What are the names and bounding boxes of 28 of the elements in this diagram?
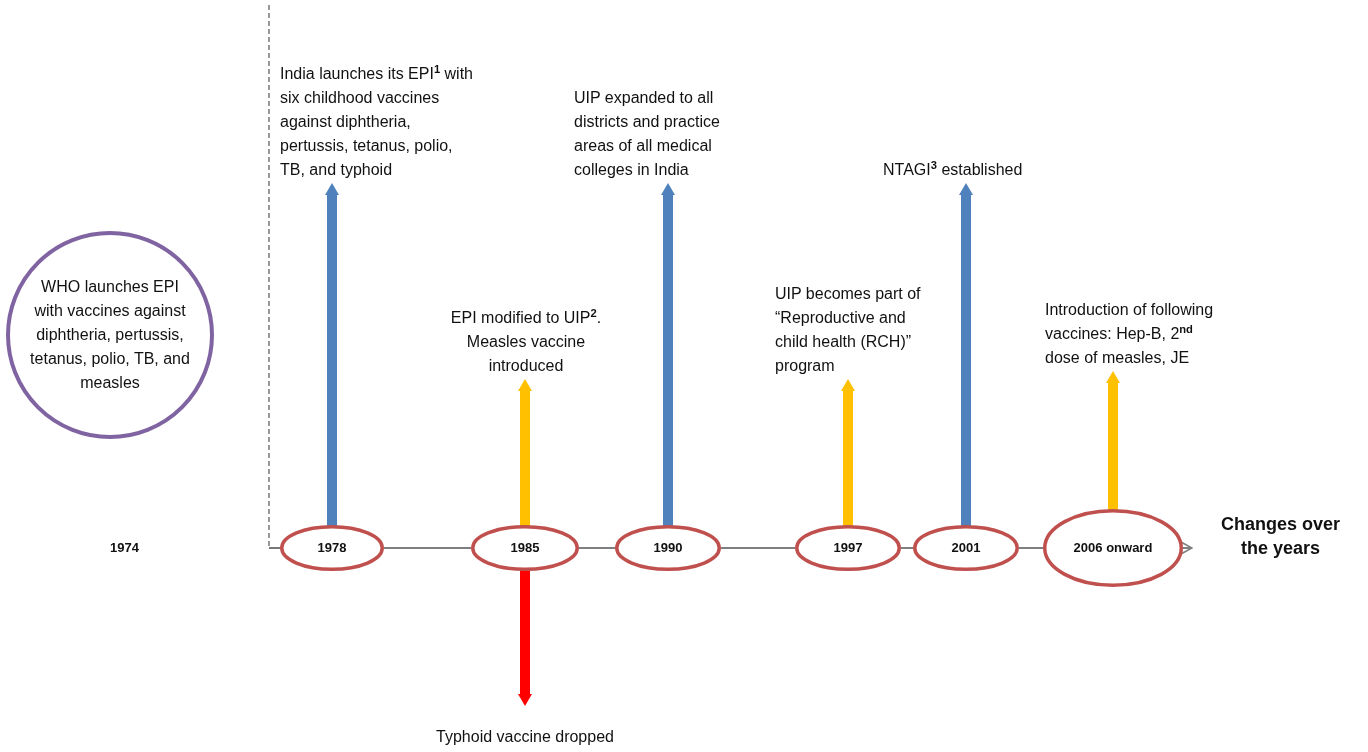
timeline-line	[383, 547, 472, 549]
year-label: 1997	[832, 540, 864, 556]
axis-title: Changes over the years	[1219, 513, 1341, 560]
timeline-line	[578, 547, 616, 549]
event-text: UIP becomes part of “Reproductive and child health (RCH)” program	[775, 284, 922, 376]
timeline-line	[720, 547, 796, 549]
timeline-line	[1018, 547, 1044, 549]
event-text: NTAGI$^{3}$ established	[883, 158, 1024, 180]
arrow	[325, 183, 339, 527]
arrow	[841, 379, 855, 527]
event-text: UIP expanded to all districts and practice areas of all medical colleges in India	[574, 88, 721, 180]
arrow	[518, 569, 532, 706]
event-text: Introduction of following vaccines: Hep-B, 2$^{nd}$ dose of measles, JE	[1045, 300, 1215, 368]
year-label: 1985	[509, 540, 541, 556]
event-text: Typhoid vaccine dropped	[435, 727, 615, 747]
arrow	[959, 183, 973, 527]
year-label: 1990	[652, 540, 684, 556]
year-label: 2006 onward	[1072, 540, 1154, 556]
arrow	[518, 379, 532, 527]
arrow	[1106, 371, 1120, 511]
timeline-line	[900, 547, 914, 549]
year-label: 1978	[316, 540, 348, 556]
arrow	[661, 183, 675, 527]
year-label: 2001	[950, 540, 982, 556]
year-label: 1974	[110, 540, 139, 555]
event-text: EPI modified to UIP$^{2}$. Measles vaccine introduced	[449, 306, 603, 376]
event-text: WHO launches EPI with vaccines against diphtheria, pertussis, tetanus, polio, TB, and measles	[30, 277, 190, 393]
event-text: India launches its EPI$^{1}$ with six childhood vaccines against diphtheria, pertussis, tetanus, polio, TB, and typhoid	[280, 62, 474, 180]
